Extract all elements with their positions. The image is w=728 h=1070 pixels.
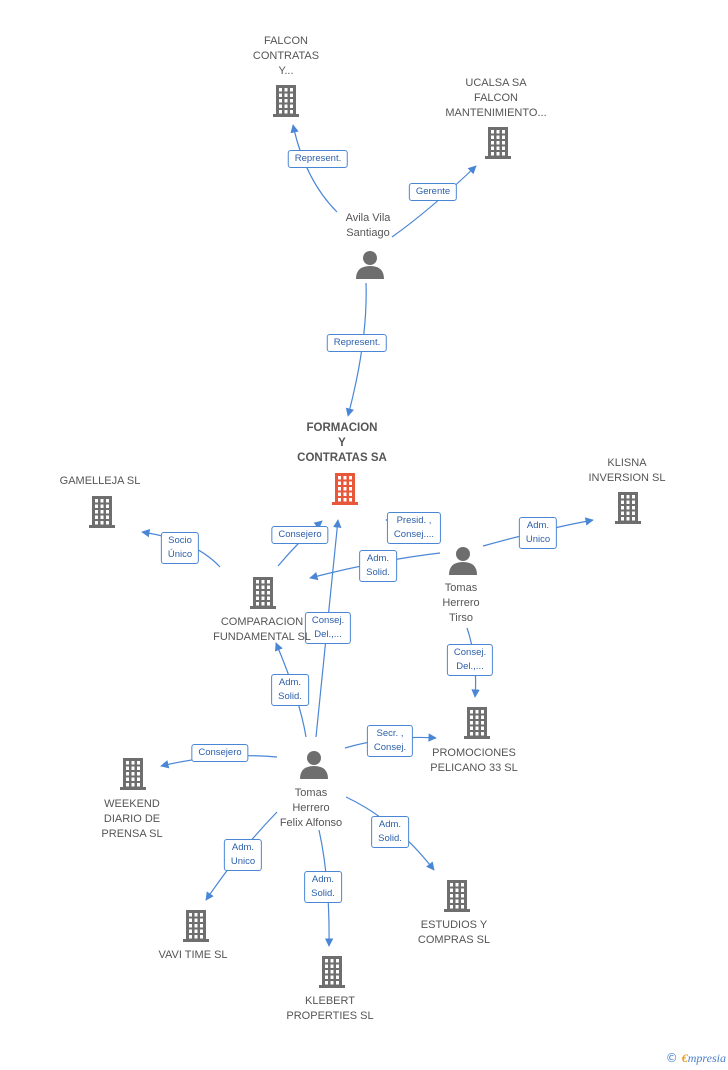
person-icon-avila[interactable] xyxy=(356,251,384,279)
building-icon-formacion[interactable] xyxy=(332,473,358,505)
node-label-gamelleja[interactable]: GAMELLEJA SL xyxy=(59,475,141,487)
copyright-icon: © xyxy=(665,1051,678,1065)
edge-label-tirso-klisna[interactable]: Adm. Unico xyxy=(518,517,558,549)
person-icon-felix[interactable] xyxy=(300,751,328,779)
node-label-estudios[interactable]: ESTUDIOS Y COMPRAS SL xyxy=(417,919,491,946)
building-icon-ucalsa[interactable] xyxy=(485,127,511,159)
edge-avila-to-ucalsa xyxy=(391,165,477,238)
node-label-avila[interactable]: Avila Vila Santiago xyxy=(345,212,391,239)
node-label-ucalsa[interactable]: UCALSA SA FALCON MANTENIMIENTO... xyxy=(445,77,547,119)
edge-label-tirso-comparacion[interactable]: Adm. Solid. xyxy=(359,550,397,582)
edge-label-felix-vavi[interactable]: Adm. Unico xyxy=(223,839,263,871)
brand-name: mpresia xyxy=(687,1051,726,1065)
building-icon-weekend[interactable] xyxy=(120,758,146,790)
edge-label-comparacion-gamelleja[interactable]: Socio Único xyxy=(160,532,200,564)
edge-label-tirso-formacion[interactable]: Presid. , Consej.... xyxy=(386,512,442,544)
edge-label-tirso-promociones[interactable]: Consej. Del.,... xyxy=(446,644,494,676)
building-icon-estudios[interactable] xyxy=(444,880,470,912)
building-icon-vavi[interactable] xyxy=(183,910,209,942)
node-label-weekend[interactable]: WEEKEND DIARIO DE PRENSA SL xyxy=(101,798,163,840)
node-label-vavi[interactable]: VAVI TIME SL xyxy=(158,949,228,961)
node-label-klebert[interactable]: KLEBERT PROPERTIES SL xyxy=(286,995,374,1022)
edge-avila-to-falcon xyxy=(290,124,338,213)
node-label-klisna[interactable]: KLISNA INVERSION SL xyxy=(588,457,666,484)
edge-label-avila-ucalsa[interactable]: Gerente xyxy=(408,183,458,201)
building-icon-comparacion[interactable] xyxy=(250,577,276,609)
edge-label-felix-formacion[interactable]: Consej. Del.,... xyxy=(304,612,352,644)
edge-label-avila-formacion[interactable]: Represent. xyxy=(326,334,388,352)
node-label-felix[interactable]: Tomas Herrero Felix Alfonso xyxy=(279,787,343,829)
node-label-promociones[interactable]: PROMOCIONES PELICANO 33 SL xyxy=(430,747,518,774)
brand-initial: € xyxy=(681,1051,688,1065)
edge-label-felix-klebert[interactable]: Adm. Solid. xyxy=(304,871,342,903)
building-icon-gamelleja[interactable] xyxy=(89,496,115,528)
empresia-logo[interactable]: ©€mpresia xyxy=(666,1051,726,1066)
edge-label-felix-estudios[interactable]: Adm. Solid. xyxy=(371,816,409,848)
building-icon-klisna[interactable] xyxy=(615,492,641,524)
person-icon-tirso[interactable] xyxy=(449,547,477,575)
edge-label-felix-promociones[interactable]: Secr. , Consej. xyxy=(366,725,414,757)
edge-label-avila-falcon[interactable]: Represent. xyxy=(287,150,349,168)
node-label-comparacion[interactable]: COMPARACION FUNDAMENTAL SL xyxy=(213,616,311,643)
edge-label-felix-weekend[interactable]: Consejero xyxy=(191,744,249,762)
building-icon-falcon[interactable] xyxy=(273,85,299,117)
node-label-tirso[interactable]: Tomas Herrero Tirso xyxy=(442,582,480,624)
node-label-falcon[interactable]: FALCON CONTRATAS Y... xyxy=(252,35,320,77)
node-label-formacion[interactable]: FORMACION Y CONTRATAS SA xyxy=(297,422,387,464)
building-icon-promociones[interactable] xyxy=(464,707,490,739)
building-icon-klebert[interactable] xyxy=(319,956,345,988)
edge-label-comparacion-formacion[interactable]: Consejero xyxy=(271,526,329,544)
edge-label-felix-comparacion[interactable]: Adm. Solid. xyxy=(271,674,309,706)
